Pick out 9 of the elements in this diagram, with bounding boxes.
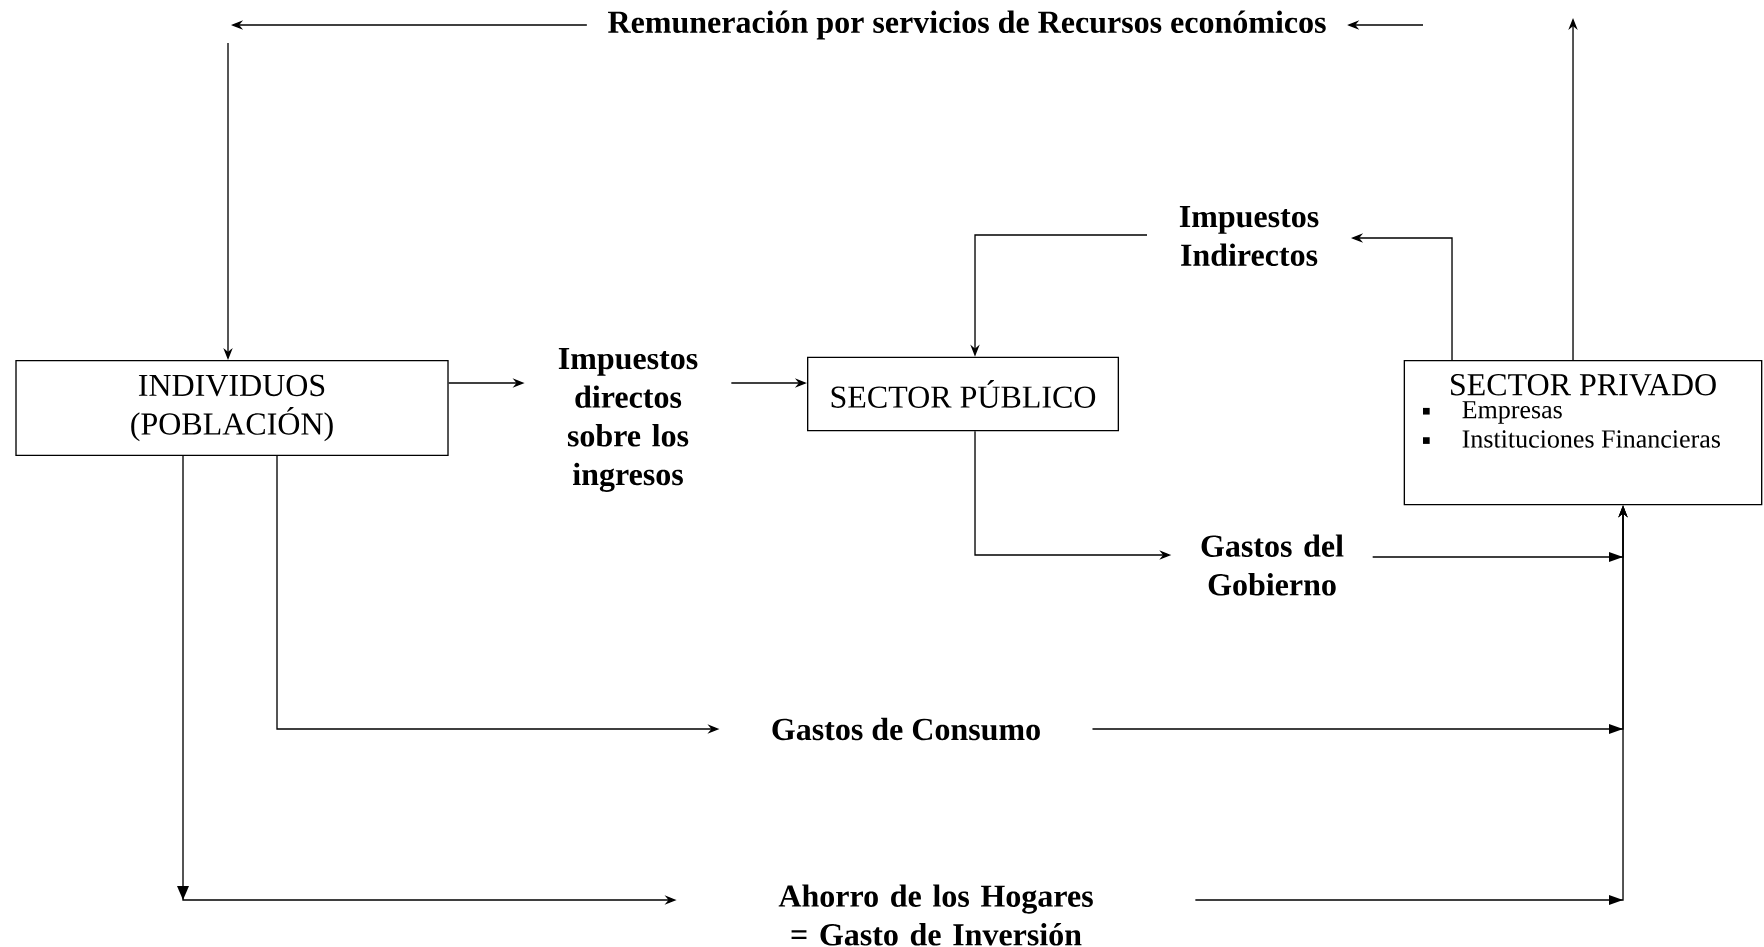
- flow-label: Impuestos directos sobre los ingresos: [558, 348, 698, 492]
- flow-label: Impuestos Indirectos: [1179, 206, 1319, 266]
- flow-label: Gastos de Consumo: [772, 717, 1040, 741]
- process-box: INDIVIDUOS (POBLACIÓN): [15, 360, 449, 456]
- process-box: SECTOR PÚBLICO: [807, 356, 1119, 432]
- flow-label: Gastos del Gobierno: [1201, 534, 1344, 596]
- flow-label: Remuneración por servicios de Recursos económicos: [608, 10, 1326, 40]
- process-box: SECTOR PRIVADO Empresas Instituciones Financieras: [1403, 360, 1763, 506]
- flow-label: Ahorro de los Hogares = Gasto de Inversión: [778, 884, 1093, 946]
